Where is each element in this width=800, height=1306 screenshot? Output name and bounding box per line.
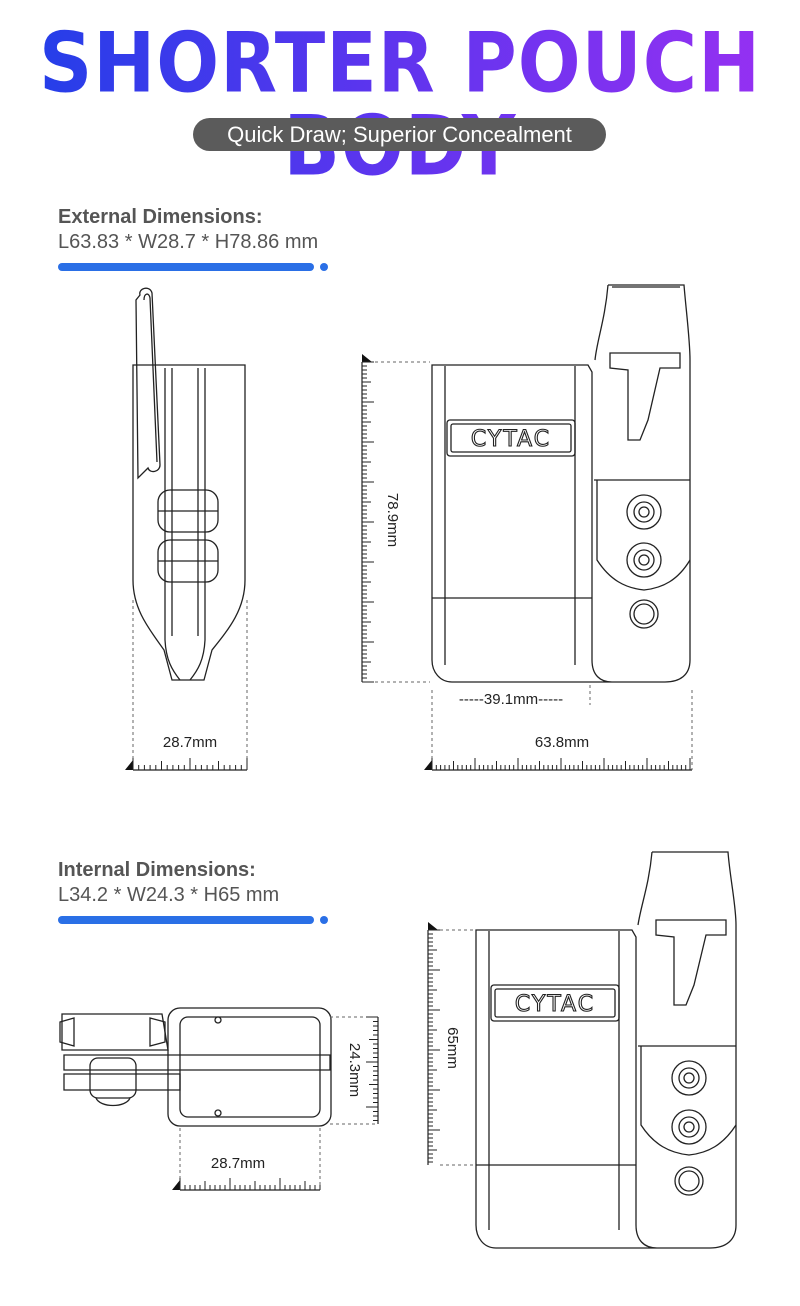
external-underline (58, 263, 328, 271)
front-view-dim-guides (375, 361, 693, 770)
top-view-drawing (59, 1007, 332, 1127)
internal-height-label: 65mm (444, 1027, 461, 1069)
front-height-ruler (361, 354, 374, 683)
front-width-ruler (424, 758, 692, 771)
side-view-width-dimension (132, 600, 248, 770)
cytac-logo-2: CYTAC (515, 992, 595, 1017)
front-total-width-label: 63.8mm (535, 734, 589, 751)
top-view-dim-guides (179, 1016, 378, 1190)
external-dimensions-block: External Dimensions: L63.83 * W28.7 * H7… (58, 205, 328, 271)
cytac-logo: CYTAC (471, 427, 551, 452)
front-inner-width-label: -----39.1mm----- (459, 691, 563, 708)
external-dimensions-heading: External Dimensions: (58, 206, 263, 228)
internal-dimensions-heading: Internal Dimensions: (58, 859, 256, 881)
top-width-ruler (172, 1178, 321, 1191)
side-width-ruler (125, 758, 248, 771)
internal-dimensions-value: L34.2 * W24.3 * H65 mm (58, 884, 280, 906)
front-view-drawing (431, 284, 691, 683)
internal-underline (58, 916, 328, 924)
side-width-label: 28.7mm (163, 734, 217, 751)
internal-dimensions-block: Internal Dimensions: L34.2 * W24.3 * H65… (58, 858, 328, 924)
internal-height-ruler (427, 922, 440, 1165)
subtitle-pill: Quick Draw; Superior Concealment (193, 118, 606, 151)
external-dimensions-value: L63.83 * W28.7 * H78.86 mm (58, 231, 319, 253)
front-view-internal-drawing (475, 851, 737, 1249)
side-view-drawing (132, 287, 246, 681)
top-depth-label: 24.3mm (346, 1043, 363, 1097)
front-height-label: 78.9mm (384, 493, 401, 547)
top-width-label: 28.7mm (211, 1155, 265, 1172)
top-depth-ruler (366, 1016, 379, 1124)
